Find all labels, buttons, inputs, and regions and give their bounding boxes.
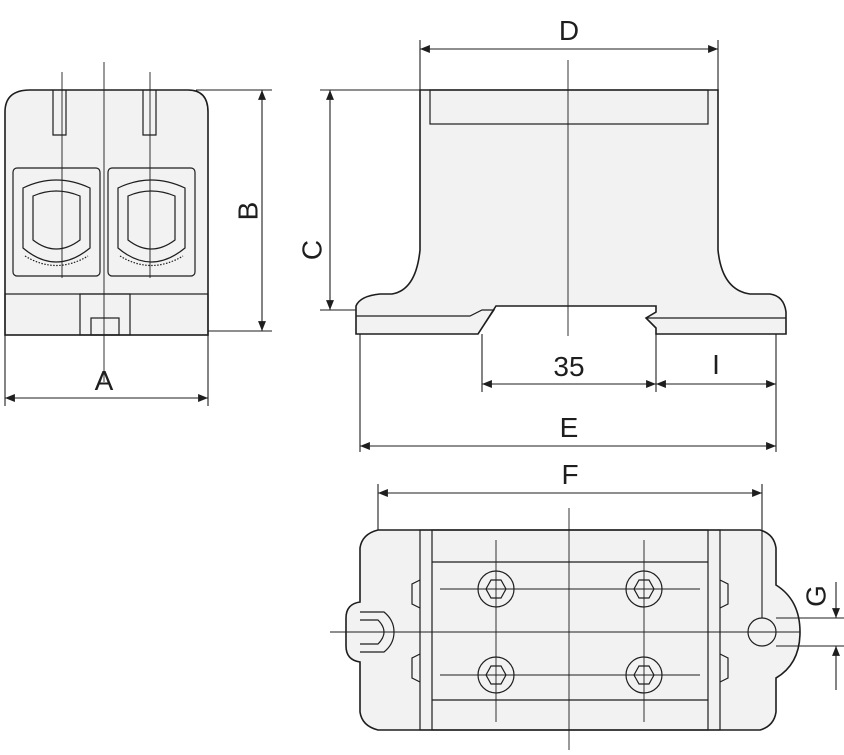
side-view-left-clip [356,309,496,335]
dim-i-label: I [712,349,720,380]
dim-c-label: C [296,240,327,260]
front-view-clamp-jaw-right-inner [127,190,176,250]
front-view-clamp-jaw-left-inner [32,190,81,250]
dim-a-label: A [95,365,114,396]
side-view: D C 35 I E [296,15,787,452]
front-view-base-slot [90,317,120,336]
top-view-right-tabs [719,579,729,683]
front-view-clamp-jaw-right [117,179,186,263]
dim-d-label: D [559,15,579,46]
dim-35-label: 35 [553,351,584,382]
top-view-block-inner [431,529,709,731]
front-view-top-slot-right [142,90,157,136]
side-view-housing [355,89,787,335]
front-view-clamp-jaw-left [22,179,91,263]
front-view-serration-right [119,255,184,266]
front-view-serration-left [24,255,89,266]
front-view-top-slot-left [52,90,67,136]
front-view-clamp-frame-left [12,167,101,277]
top-view-left-tabs [411,579,421,683]
dim-b-label: B [232,202,263,221]
dim-e-label: E [560,412,579,443]
front-view: B A [4,62,272,406]
front-view-clamp-frame-right [107,167,196,277]
front-view-housing [4,89,209,336]
dim-g-label: G [800,585,831,607]
top-view: F G [330,459,844,750]
dim-f-label: F [561,459,578,490]
top-view-housing [345,529,801,731]
side-view-top-lid [429,89,709,125]
